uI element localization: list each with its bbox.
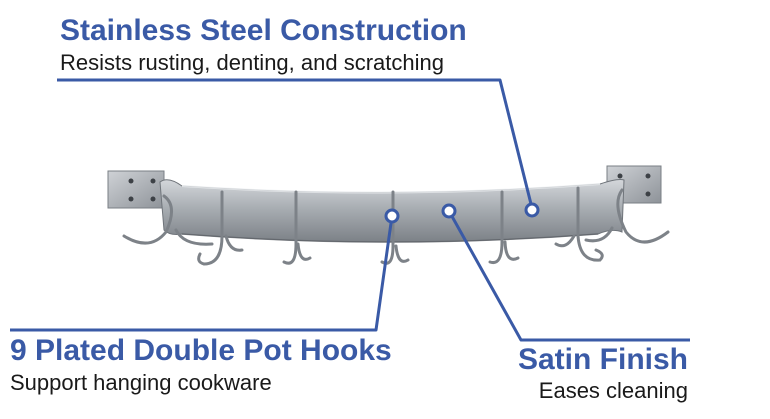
screw-icon	[128, 196, 134, 202]
pot-hook	[174, 228, 214, 246]
screw-icon	[128, 178, 134, 184]
hooks-title: 9 Plated Double Pot Hooks	[10, 334, 392, 367]
pot-hook	[616, 188, 670, 244]
callout-leaders	[10, 78, 690, 342]
construction-description: Resists rusting, denting, and scratching	[60, 50, 444, 75]
construction-marker	[524, 202, 540, 218]
pot-hook	[122, 194, 173, 245]
pot-hook	[584, 226, 614, 243]
finish-leader-line	[447, 210, 690, 342]
pot-hook	[503, 240, 520, 261]
finish-marker	[441, 203, 457, 219]
screw-icon	[150, 178, 156, 184]
pot-hook	[197, 190, 224, 266]
pot-hook	[224, 234, 244, 252]
construction-leader-line	[57, 78, 534, 209]
finish-title: Satin Finish	[517, 343, 688, 376]
pot-hook	[282, 190, 298, 265]
screw-icon	[150, 196, 156, 202]
screw-icon	[645, 173, 651, 179]
pot-hook	[394, 244, 410, 263]
pot-hook	[488, 190, 504, 265]
left-wall-bracket	[107, 170, 165, 209]
hooks-description: Support hanging cookware	[10, 370, 272, 395]
callout-markers	[384, 202, 540, 224]
construction-title: Stainless Steel Construction	[60, 14, 467, 47]
pot-hook	[296, 242, 312, 261]
finish-description: Eases cleaning	[538, 378, 688, 403]
hooks-leader-line	[10, 215, 394, 332]
screw-icon	[617, 173, 623, 179]
pot-hook	[576, 186, 604, 262]
hooks-marker	[384, 208, 400, 224]
screw-icon	[645, 191, 651, 197]
pot-hook	[554, 234, 576, 248]
